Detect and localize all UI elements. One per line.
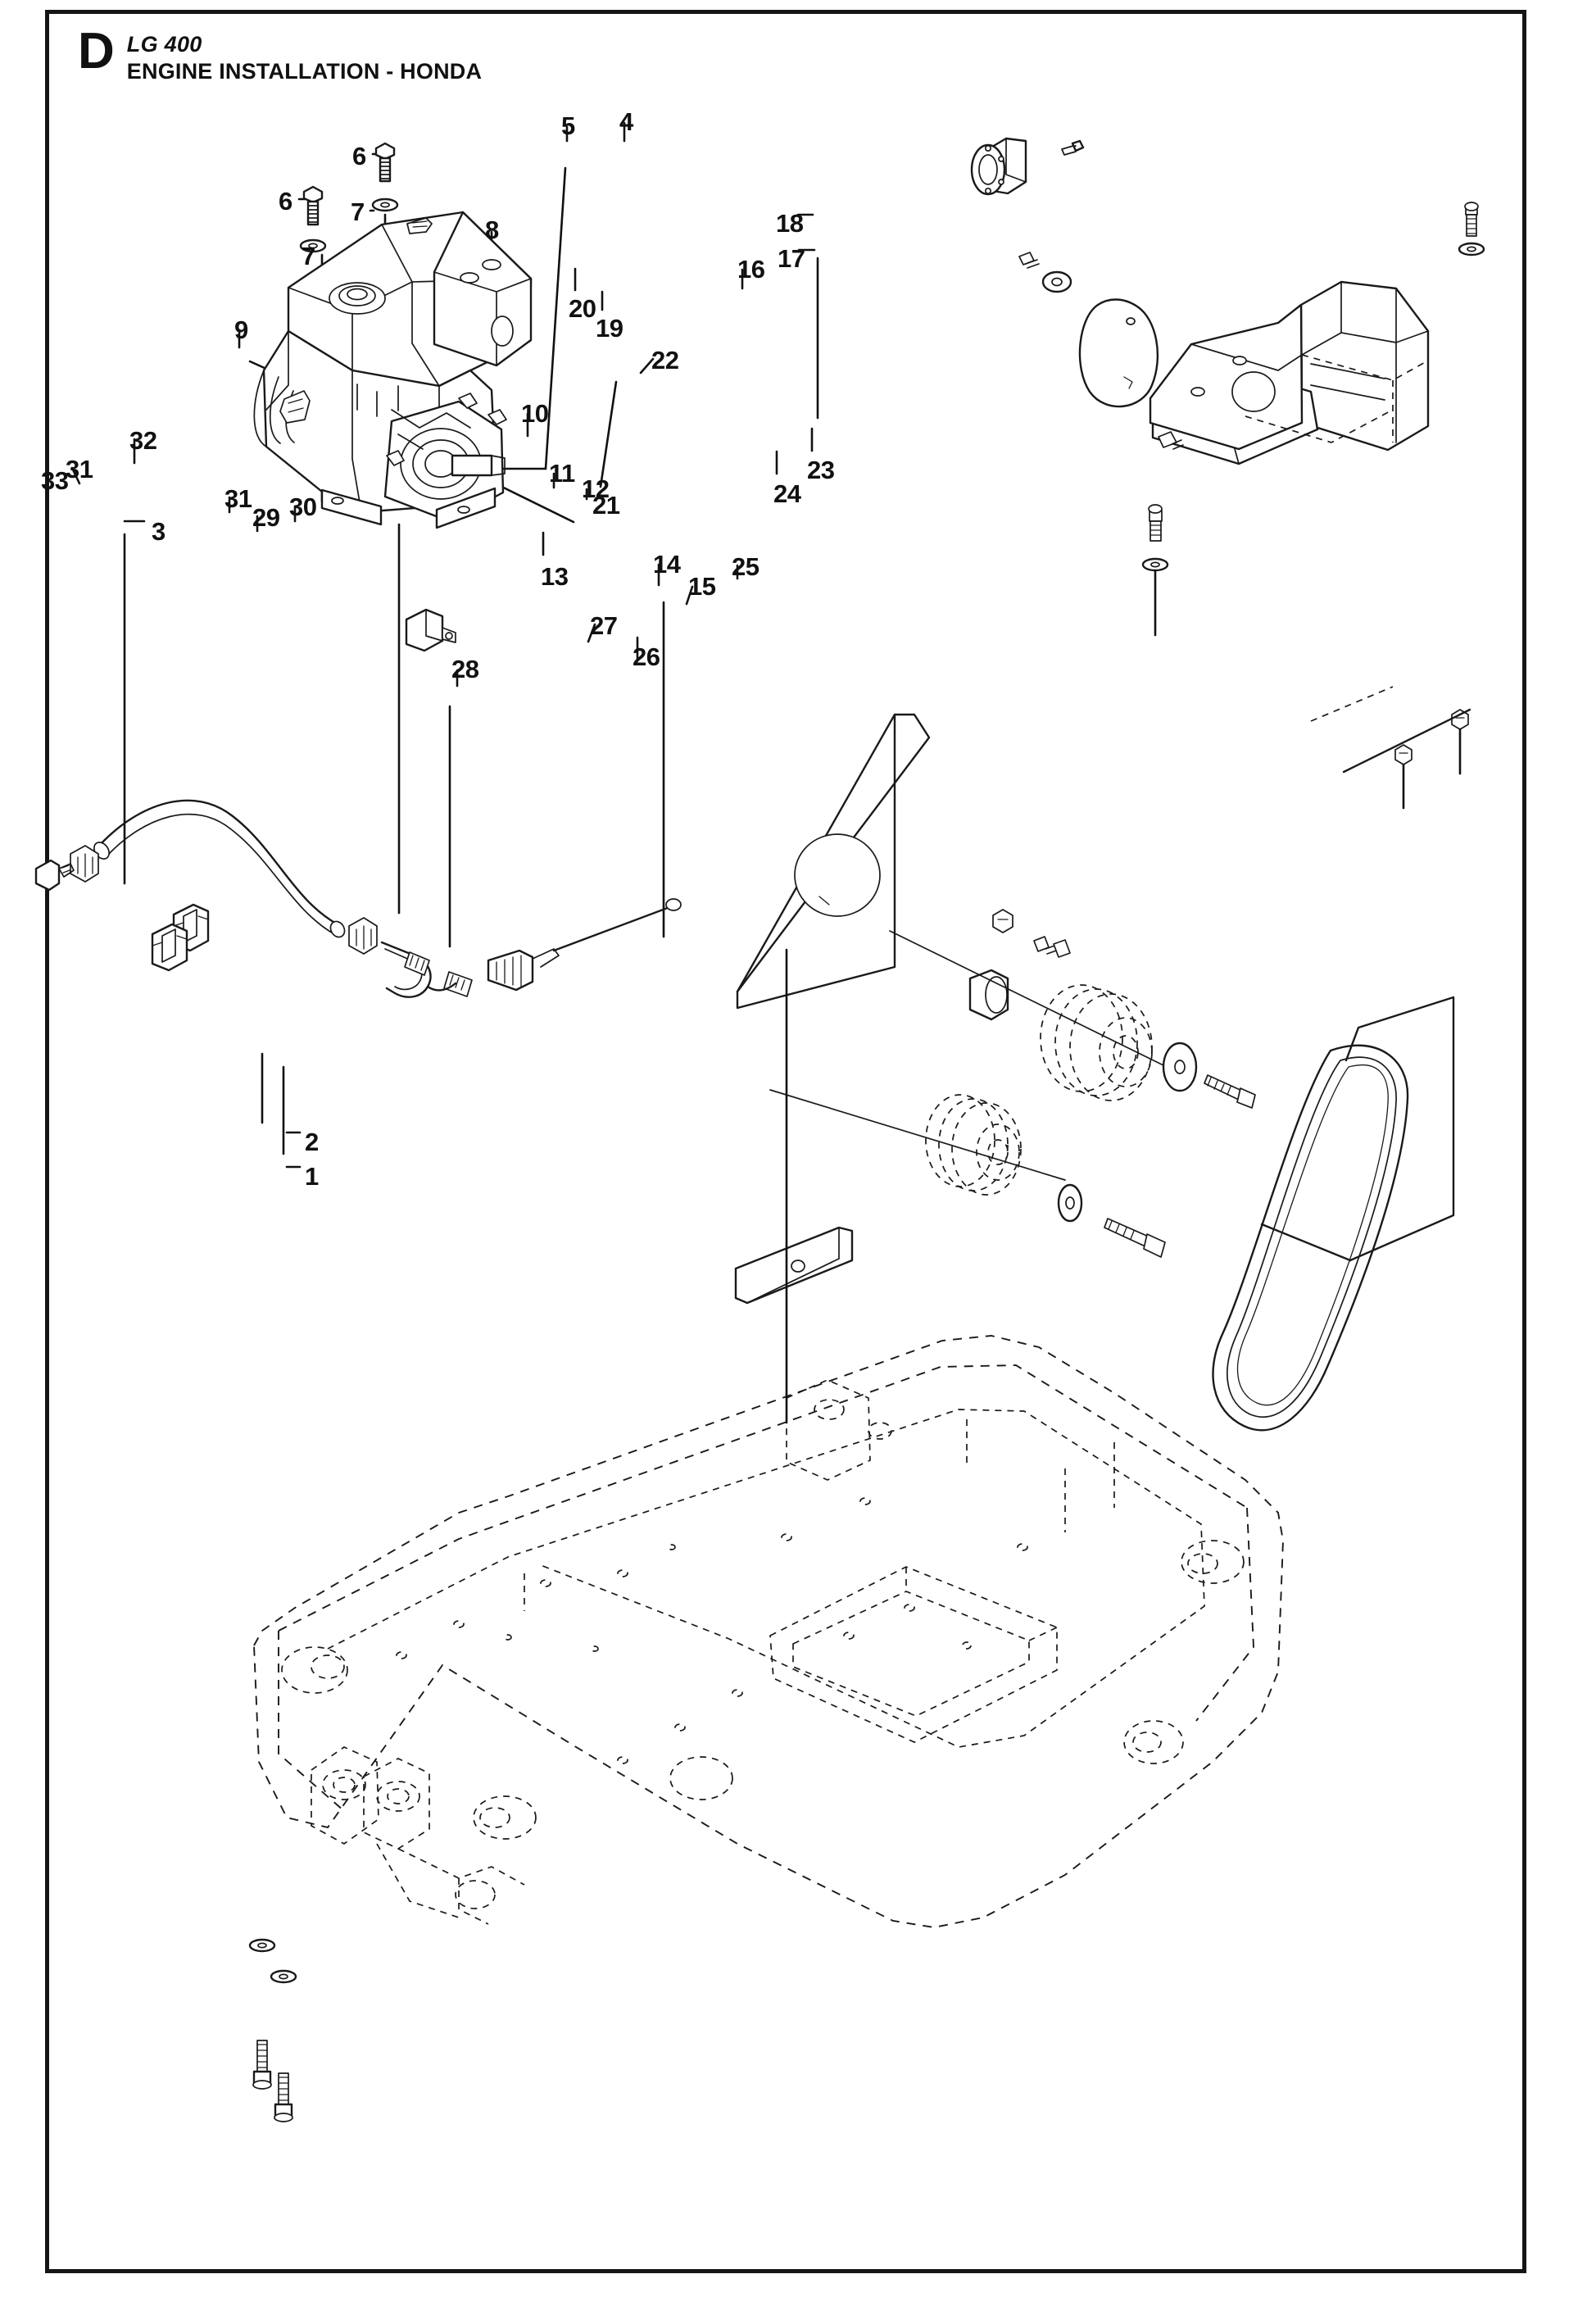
fuel-connector-30 — [487, 948, 560, 992]
callout-8: 8 — [485, 216, 499, 244]
fuel-plug-33 — [34, 859, 75, 892]
callout-1: 1 — [305, 1162, 319, 1191]
callout-31-left: 31 — [66, 455, 93, 483]
callout-31-right: 31 — [224, 484, 252, 513]
callout-19: 19 — [596, 314, 623, 343]
callout-30: 30 — [289, 492, 317, 521]
callout-14: 14 — [653, 550, 681, 579]
callout-10: 10 — [521, 399, 549, 428]
callout-20: 20 — [569, 294, 596, 323]
section-letter: D — [78, 23, 115, 79]
fuel-elbow-29 — [380, 941, 473, 998]
screw-20 — [1018, 252, 1040, 269]
bracket-plate-21 — [1078, 298, 1159, 408]
screw-4 — [1061, 139, 1085, 156]
model-name: LG 400 — [126, 32, 202, 57]
callout-7-left: 7 — [302, 242, 315, 270]
belt-guard-16 — [1149, 280, 1430, 465]
callout-24: 24 — [773, 479, 801, 508]
screw-18 — [1464, 202, 1479, 237]
callout-29: 29 — [252, 503, 280, 532]
bolt-15 — [1204, 1074, 1256, 1109]
pulley-lower — [925, 1094, 1022, 1196]
callout-27: 27 — [590, 611, 618, 640]
title-block: LG 400 ENGINE INSTALLATION - HONDA — [127, 30, 482, 84]
base-plate — [253, 1335, 1284, 1928]
page-title: ENGINE INSTALLATION - HONDA — [126, 58, 483, 84]
callout-22: 22 — [651, 346, 679, 374]
screw-22 — [1158, 431, 1184, 450]
callout-15: 15 — [688, 572, 716, 601]
callout-13: 13 — [541, 562, 569, 591]
callout-6-left: 6 — [279, 187, 292, 216]
cable-clamp-9 — [405, 608, 456, 652]
callout-26: 26 — [633, 642, 660, 671]
nut-24 — [1394, 744, 1412, 765]
key-bar-28 — [734, 1226, 854, 1305]
screw-guard-lower — [1141, 504, 1169, 637]
nut-11 — [992, 909, 1013, 933]
callout-33: 33 — [41, 466, 69, 495]
callout-21: 21 — [592, 491, 620, 520]
washer-17 — [1458, 242, 1485, 256]
v-belt-25 — [1212, 1044, 1409, 1432]
callout-28: 28 — [451, 655, 479, 683]
belt-guard-bracket-10 — [736, 713, 931, 1010]
washer-27 — [1057, 1183, 1083, 1223]
hose-clamp-right — [348, 917, 378, 955]
callout-16: 16 — [737, 255, 765, 284]
washer-14 — [1162, 1042, 1198, 1092]
washer-19 — [1041, 270, 1072, 293]
hose-clamp-left — [70, 845, 99, 883]
flange-bearing-5 — [970, 137, 1027, 196]
fastener-bolt-6-right — [374, 142, 396, 183]
pulley-upper — [1040, 984, 1153, 1101]
callout-7-right: 7 — [351, 197, 365, 226]
screw-12 — [1033, 936, 1071, 958]
fastener-bolt-1 — [252, 2040, 293, 2122]
fastener-bolt-6-left — [302, 185, 324, 226]
callout-4: 4 — [619, 107, 633, 136]
fastener-washer-2 — [248, 1938, 297, 1984]
callout-17: 17 — [778, 244, 805, 273]
callout-2: 2 — [305, 1128, 319, 1156]
fuel-line-assembly — [34, 799, 682, 998]
callout-18: 18 — [776, 209, 804, 238]
callout-25: 25 — [732, 552, 760, 581]
bolt-26 — [1104, 1218, 1166, 1258]
hose-clip-3b — [151, 923, 188, 972]
spacer-13 — [968, 969, 1009, 1021]
callout-23: 23 — [807, 456, 835, 484]
page-header: D LG 400 ENGINE INSTALLATION - HONDA — [78, 23, 482, 84]
callout-6-right: 6 — [352, 142, 366, 170]
callout-32: 32 — [129, 426, 157, 455]
callout-12: 12 — [582, 474, 610, 503]
page-border — [45, 10, 1526, 2273]
callout-5: 5 — [561, 111, 575, 140]
callout-3: 3 — [152, 517, 166, 546]
callout-11: 11 — [549, 459, 575, 488]
fastener-washer-7-right — [371, 197, 399, 212]
engine-assembly — [253, 211, 533, 529]
callout-9: 9 — [234, 315, 248, 344]
nut-23 — [1451, 709, 1469, 730]
